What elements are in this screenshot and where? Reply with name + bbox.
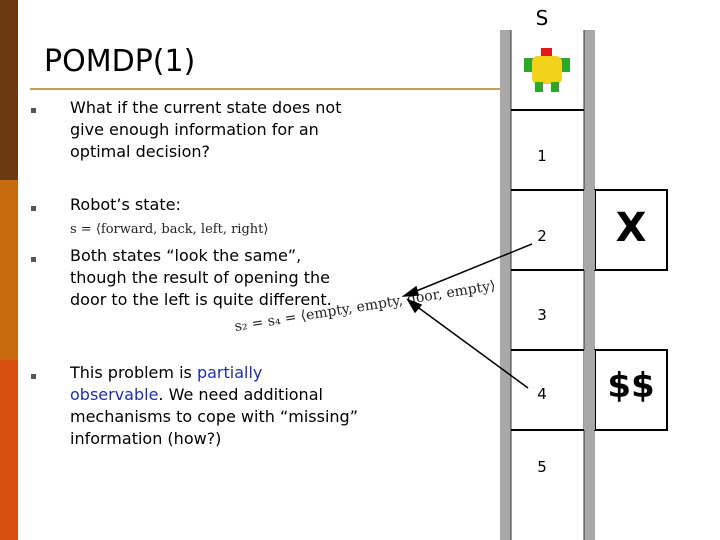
- arrow-to-cell-4: [406, 298, 529, 389]
- bullet-text-4: This problem is partially observable. We…: [70, 362, 360, 450]
- bullet-4-before: This problem is: [70, 363, 197, 382]
- highlight-partially-observable: partially observable: [70, 363, 263, 404]
- side-room-x: [594, 189, 668, 271]
- bullet-4-after: . We need additional mechanisms to cope …: [70, 385, 358, 448]
- cell-number-2: 2: [537, 227, 547, 245]
- formula-state: s = ⟨forward, back, left, right⟩: [70, 222, 269, 237]
- cell-number-3: 3: [537, 306, 547, 324]
- bullet-marker: [31, 206, 36, 211]
- stripe-middle: [0, 180, 18, 360]
- arrow-to-cell-2: [401, 243, 533, 297]
- title-underline: [30, 88, 500, 90]
- robot-icon: [524, 48, 570, 92]
- bullet-text-1: What if the current state does not give …: [70, 98, 342, 161]
- corridor-left-wall: [500, 30, 511, 540]
- cell-number-5: 5: [537, 458, 547, 476]
- slide-title: POMDP(1): [44, 44, 196, 79]
- stripe-top: [0, 0, 18, 180]
- side-mark-x: X: [615, 205, 647, 251]
- bullet-text-3: Both states “look the same”, though the …: [70, 246, 332, 309]
- bullet-marker: [31, 108, 36, 113]
- cell-number-4: 4: [537, 385, 547, 403]
- corridor-right-wall: [584, 30, 595, 540]
- bullet-marker: [31, 374, 36, 379]
- side-mark-dollars: $$: [607, 366, 655, 406]
- grid-header-s: S: [535, 6, 549, 30]
- bullet-marker: [31, 257, 36, 262]
- stripe-bottom: [0, 360, 18, 540]
- cell-number-1: 1: [537, 147, 547, 165]
- side-room-dollars: [594, 349, 668, 431]
- bullet-text-2: Robot’s state:: [70, 195, 181, 214]
